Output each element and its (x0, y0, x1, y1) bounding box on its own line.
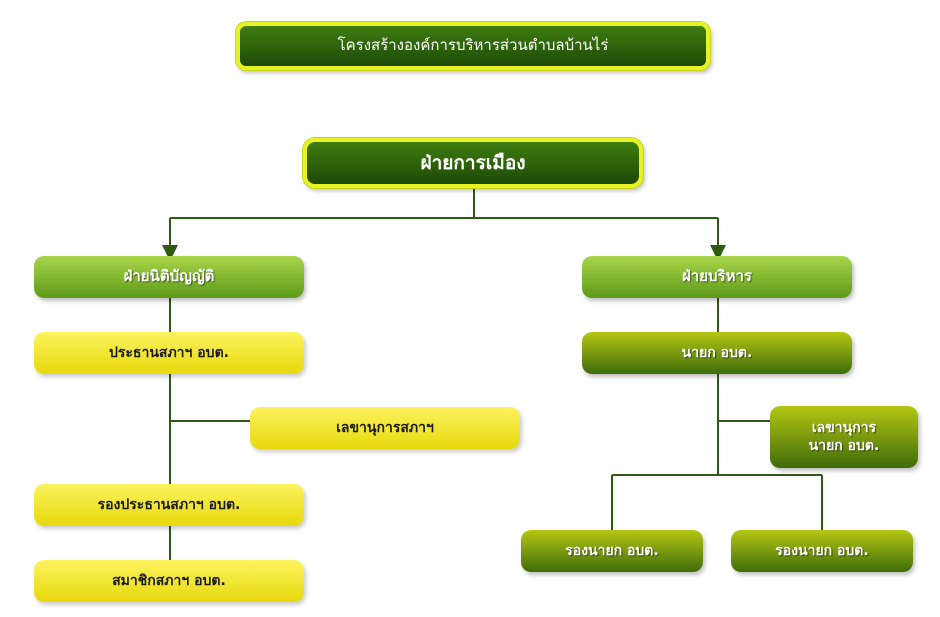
page-title: โครงสร้างองค์การบริหารส่วนตำบลบ้านไร่ (236, 22, 710, 70)
mayor-node: นายก อบต. (582, 332, 852, 374)
mayor-secretary-line1: เลขานุการ (811, 419, 877, 436)
executive-branch-node: ฝ่ายบริหาร (582, 256, 852, 298)
mayor-secretary-line2: นายก อบต. (808, 438, 880, 454)
political-branch-node: ฝ่ายการเมือง (303, 138, 643, 188)
council-secretary-node: เลขานุการสภาฯ (250, 407, 520, 449)
council-member-node: สมาชิกสภาฯ อบต. (34, 560, 304, 602)
council-chairman-node: ประธานสภาฯ อบต. (34, 332, 304, 374)
council-vice-chairman-node: รองประธานสภาฯ อบต. (34, 484, 304, 526)
legislative-branch-node: ฝ่ายนิติบัญญัติ (34, 256, 304, 298)
deputy-mayor-node-1: รองนายก อบต. (521, 530, 703, 572)
mayor-secretary-node: เลขานุการ นายก อบต. (770, 406, 918, 468)
deputy-mayor-node-2: รองนายก อบต. (731, 530, 913, 572)
